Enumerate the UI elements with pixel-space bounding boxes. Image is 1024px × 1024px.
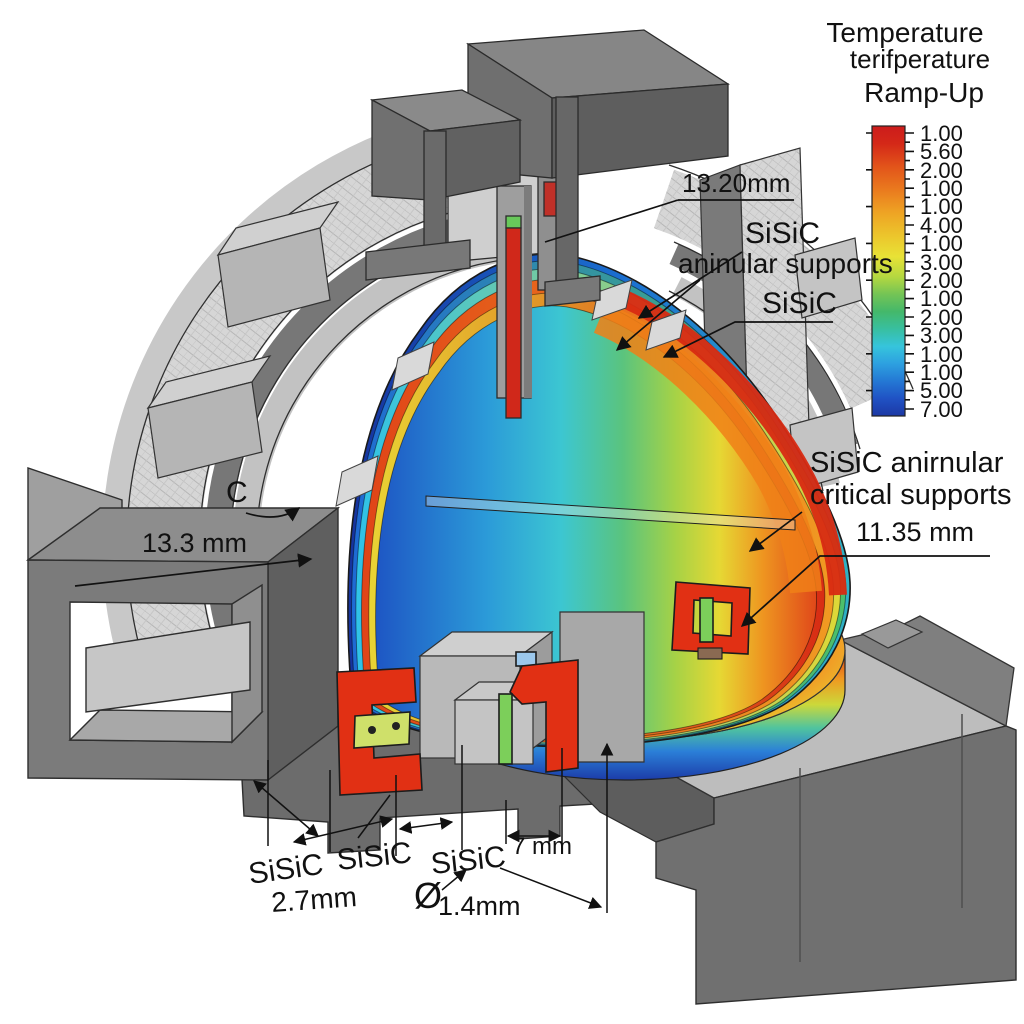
svg-text:2.00: 2.00 — [920, 158, 963, 183]
svg-text:1.00: 1.00 — [920, 342, 963, 367]
critical-supports-line1: SiSiC anirnular — [810, 447, 1004, 479]
sisic-top-label: SiSiC — [745, 217, 820, 250]
thermal-dome — [335, 253, 851, 748]
svg-text:7.00: 7.00 — [920, 397, 963, 422]
svg-text:4.00: 4.00 — [920, 213, 963, 238]
center-support-blocks — [418, 611, 645, 765]
legend-ticks — [866, 132, 914, 410]
top-shaft-assembly — [365, 29, 730, 419]
red-shaft-core — [505, 227, 522, 419]
dim-right-label: 11.35 mm — [856, 517, 974, 547]
green-shaft-segment — [505, 215, 522, 229]
sisic-bracket-right — [671, 581, 751, 655]
legend-title-line1: Temperature — [826, 17, 983, 48]
sisic-bottom-center-label: SiSiC — [335, 836, 413, 877]
dim-bottom-left-label: 2.7mm — [270, 881, 358, 918]
dim-diameter-label: 1.4mm — [438, 891, 521, 921]
blue-spacer-center — [515, 651, 537, 667]
cavity-support-rod — [425, 495, 796, 531]
dim-top-label: 13.20mm — [682, 168, 790, 198]
critical-supports-line2: critical supports — [810, 479, 1011, 511]
svg-text:5.60: 5.60 — [920, 139, 963, 164]
shell-clamp-wedges — [146, 201, 340, 479]
svg-text:1.00: 1.00 — [920, 360, 963, 385]
sisic-heater-brackets — [336, 581, 751, 796]
green-support-center — [498, 693, 513, 765]
svg-text:1.00: 1.00 — [920, 286, 963, 311]
label-c: C — [226, 476, 248, 509]
svg-text:2.00: 2.00 — [920, 305, 963, 330]
annular-supports-label: aninular supports — [678, 248, 893, 279]
green-support-right — [699, 597, 714, 643]
svg-text:3.00: 3.00 — [920, 323, 963, 348]
sisic-bracket-left — [336, 667, 423, 796]
dim-7mm-label: 7 mm — [512, 833, 572, 860]
left-frame — [25, 467, 341, 782]
legend-title-line2: terifperature — [850, 44, 990, 74]
annotation-layer: 13.20mm SiSiC aninular supports SiSiC Si… — [74, 168, 1011, 921]
svg-text:3.00: 3.00 — [920, 250, 963, 275]
svg-text:1.00: 1.00 — [920, 121, 963, 146]
sisic-right-label: SiSiC — [762, 287, 837, 320]
legend: Temperature terifperature Ramp-Up 1.00 5… — [826, 17, 990, 422]
svg-text:2.00: 2.00 — [920, 268, 963, 293]
svg-text:1.00: 1.00 — [920, 231, 963, 256]
legend-labels: 1.00 5.60 2.00 1.00 1.00 4.00 1.00 3.00 … — [920, 121, 963, 422]
diameter-symbol: Ø — [414, 875, 442, 916]
svg-text:1.00: 1.00 — [920, 194, 963, 219]
legend-colorbar — [871, 125, 906, 417]
svg-text:1.00: 1.00 — [920, 176, 963, 201]
bottom-dimension-lines — [253, 742, 614, 913]
legend-title-line3: Ramp-Up — [864, 77, 984, 108]
dim-left-label: 13.3 mm — [142, 528, 247, 558]
sisic-bottom-right-label: SiSiC — [429, 840, 507, 881]
annular-support-tabs — [335, 279, 687, 507]
svg-text:5.00: 5.00 — [920, 378, 963, 403]
